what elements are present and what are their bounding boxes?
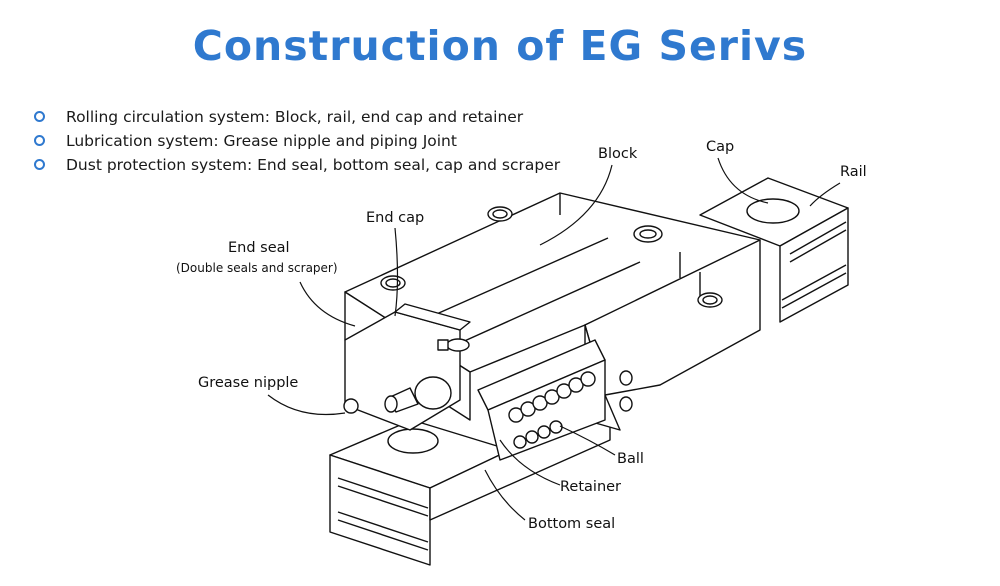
- bullet-item: Dust protection system: End seal, bottom…: [34, 153, 560, 177]
- bullet-text: Rolling circulation system: Block, rail,…: [66, 108, 524, 126]
- leader-end-cap: [394, 227, 399, 317]
- bullet-item: Rolling circulation system: Block, rail,…: [34, 105, 560, 129]
- grease-nipple: [343, 376, 452, 414]
- rail-back: [699, 177, 849, 323]
- rail-front: [329, 411, 611, 566]
- bullet-circle-icon: [34, 135, 45, 146]
- bullet-circle-icon: [34, 159, 45, 170]
- leader-rail: [809, 182, 841, 207]
- label-end-seal-note: (Double seals and scraper): [176, 261, 338, 275]
- bullet-text: Dust protection system: End seal, bottom…: [66, 156, 561, 174]
- label-rail: Rail: [840, 164, 867, 180]
- label-bottom-seal: Bottom seal: [528, 516, 615, 532]
- bullet-text: Lubrication system: Grease nipple and pi…: [66, 132, 457, 150]
- label-block: Block: [598, 146, 638, 162]
- label-cap: Cap: [706, 139, 734, 155]
- leader-block: [539, 164, 613, 246]
- label-retainer: Retainer: [560, 479, 621, 495]
- leader-cap: [717, 157, 769, 204]
- bullet-item: Lubrication system: Grease nipple and pi…: [34, 129, 560, 153]
- leader-end-seal: [299, 281, 356, 327]
- page-title: Construction of EG Serivs: [192, 22, 808, 70]
- label-end-seal: End seal: [228, 240, 290, 256]
- ball-retainer: [477, 339, 606, 461]
- label-ball: Ball: [617, 451, 644, 467]
- leader-retainer: [499, 439, 561, 486]
- label-grease-nipple: Grease nipple: [198, 375, 298, 391]
- leader-grease-nipple: [267, 394, 346, 416]
- leader-bottom-seal: [484, 469, 526, 521]
- leader-ball: [559, 425, 616, 456]
- cap: [633, 225, 663, 243]
- bullet-list: Rolling circulation system: Block, rail,…: [34, 105, 560, 177]
- bullet-circle-icon: [34, 111, 45, 122]
- label-end-cap: End cap: [366, 210, 424, 226]
